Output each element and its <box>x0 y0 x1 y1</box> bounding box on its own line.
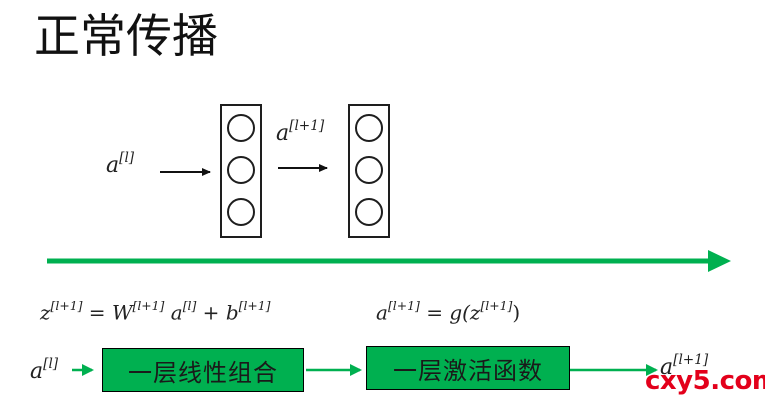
formula-close-paren: ) <box>512 300 521 325</box>
formula-a-lhs-superscript: [l+1] <box>387 298 420 313</box>
neuron-node <box>355 156 383 184</box>
formula-z-symbol: z <box>40 300 51 325</box>
pipeline-input-superscript: [l] <box>43 356 59 372</box>
input-activation-label: a[l] <box>106 150 134 178</box>
neuron-node <box>227 156 255 184</box>
formula-b-symbol: b <box>225 300 239 325</box>
pipeline-output-label: a[l+1] <box>660 352 708 380</box>
formula-a-symbol: a <box>164 300 183 325</box>
formula-equals: = <box>82 300 112 325</box>
layer-output-label: a[l+1] <box>276 118 324 146</box>
input-activation-base: a <box>106 153 120 179</box>
formula-inner-superscript: [l+1] <box>480 298 513 313</box>
pipeline-output-base: a <box>660 355 674 381</box>
forward-direction-arrowhead <box>708 250 731 272</box>
watermark-logo: cxy5.com <box>645 366 765 396</box>
linear-formula: z[l+1] = W[l+1] a[l] + b[l+1] <box>40 298 271 324</box>
formula-b-superscript: [l+1] <box>238 298 271 313</box>
formula-w-superscript: [l+1] <box>132 298 165 313</box>
pipeline-input-base: a <box>30 359 44 385</box>
activation-function-box: 一层激活函数 <box>366 346 570 390</box>
formula-z-superscript: [l+1] <box>50 298 83 313</box>
layer-output-base: a <box>276 121 290 147</box>
neuron-node <box>227 198 255 226</box>
neuron-node <box>355 114 383 142</box>
linear-combination-box: 一层线性组合 <box>102 348 304 392</box>
formula-g-of-z: = g(z <box>419 300 481 325</box>
pipeline-input-label: a[l] <box>30 356 58 384</box>
input-activation-superscript: [l] <box>119 150 135 166</box>
formula-a-lhs: a <box>376 300 388 325</box>
neural-layer-2 <box>348 104 390 238</box>
slide-title: 正常传播 <box>34 9 218 63</box>
layer-output-superscript: [l+1] <box>289 118 325 134</box>
neural-layer-1 <box>220 104 262 238</box>
pipeline-output-superscript: [l+1] <box>673 352 709 368</box>
neuron-node <box>227 114 255 142</box>
formula-w-symbol: W <box>111 300 133 325</box>
neuron-node <box>355 198 383 226</box>
formula-a-superscript: [l] <box>182 298 197 313</box>
formula-plus: + <box>196 300 226 325</box>
activation-formula: a[l+1] = g(z[l+1]) <box>376 298 520 324</box>
